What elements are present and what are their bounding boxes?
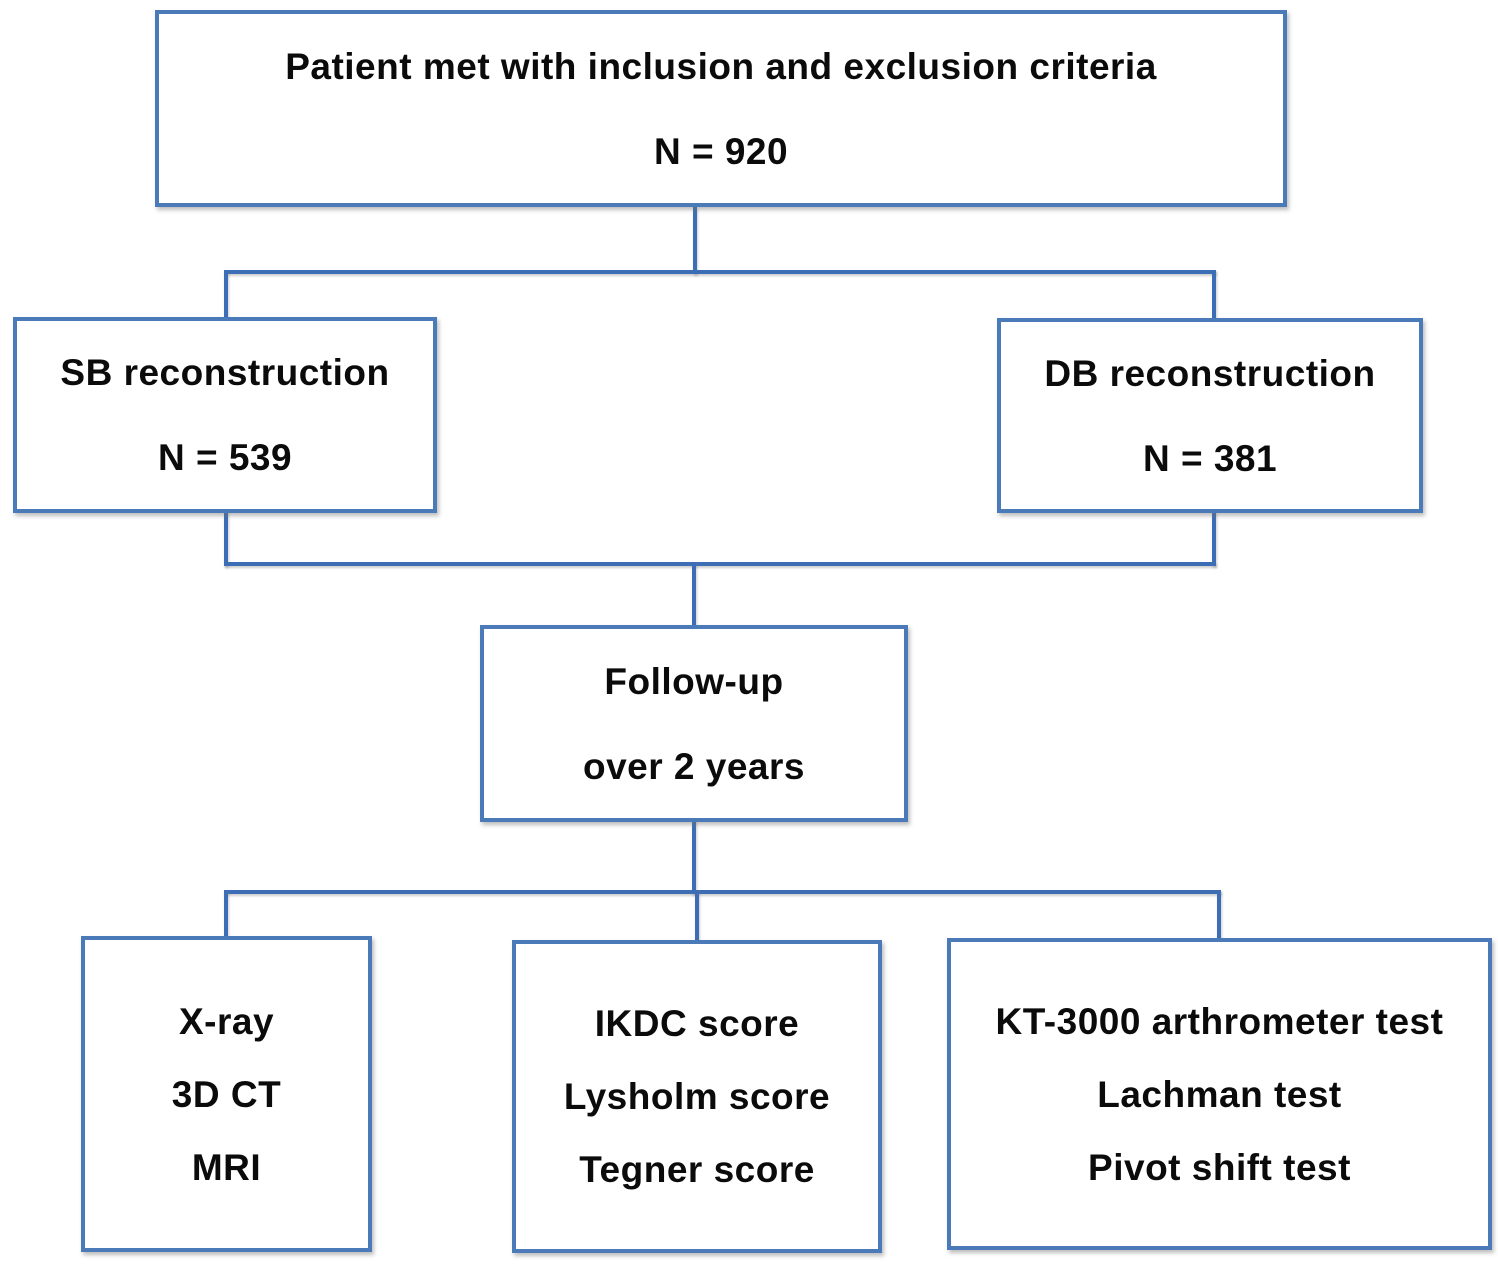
box-line: over 2 years [582,745,805,787]
box-line: IKDC score [594,1003,800,1044]
box-line: MRI [191,1146,262,1188]
box-follow-up: Follow-up over 2 years [480,625,908,822]
box-line: Lysholm score [563,1076,831,1117]
connector-outcome-branch-horizontal [224,890,1221,894]
connector-criteria-branch-horizontal [224,270,1216,274]
connector-sb-down [224,511,228,566]
connector-followup-trunk [692,820,696,894]
box-line: X-ray [178,1000,275,1042]
box-line: Tegner score [579,1149,815,1190]
box-line: Patient met with inclusion and exclusion… [285,45,1157,87]
connector-branch-to-tests [1217,890,1221,940]
box-line: 3D CT [171,1073,282,1115]
connector-db-down [1212,511,1216,566]
box-db-reconstruction: DB reconstruction N = 381 [997,318,1423,513]
connector-criteria-trunk [693,207,697,274]
box-line: Pivot shift test [1088,1146,1351,1188]
connector-merge-horizontal [224,562,1216,566]
box-line: Lachman test [1097,1073,1342,1115]
box-stability-test-outcomes: KT-3000 arthrometer test Lachman test Pi… [947,938,1492,1250]
connector-branch-to-imaging [224,890,228,938]
box-imaging-outcomes: X-ray 3D CT MRI [81,936,372,1252]
box-line: N = 539 [157,437,293,478]
box-inclusion-criteria: Patient met with inclusion and exclusion… [155,10,1287,207]
connector-branch-to-sb [224,270,228,319]
box-score-outcomes: IKDC score Lysholm score Tegner score [512,940,882,1253]
box-line: SB reconstruction [60,352,390,393]
connector-branch-to-db [1212,270,1216,320]
box-line: DB reconstruction [1044,352,1376,394]
box-line: Follow-up [604,660,784,702]
box-line: N = 381 [1142,437,1278,479]
box-line: N = 920 [653,130,789,172]
connector-branch-to-scores [695,890,699,942]
connector-merge-to-followup [692,562,696,627]
box-sb-reconstruction: SB reconstruction N = 539 [13,317,437,513]
box-line: KT-3000 arthrometer test [995,1000,1444,1042]
